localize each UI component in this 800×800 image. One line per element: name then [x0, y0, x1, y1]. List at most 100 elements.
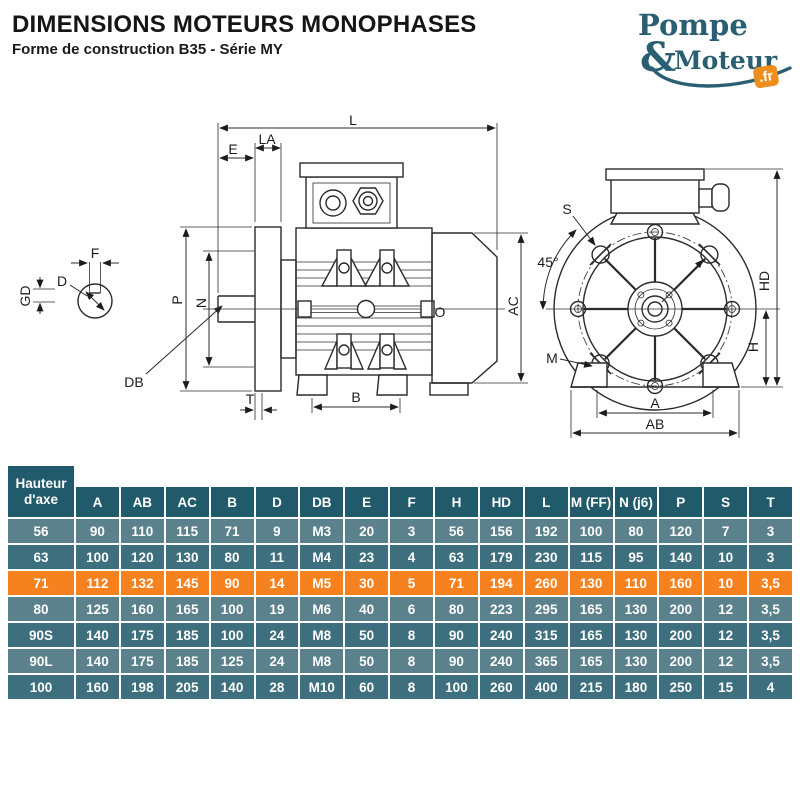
dim-cell: 260 [524, 571, 568, 595]
dim-cell: 185 [165, 649, 209, 673]
dim-cell: 10 [704, 545, 748, 569]
dim-cell: 6 [390, 597, 433, 621]
dim-label-h: H [745, 341, 761, 353]
dim-cell: 165 [569, 597, 613, 621]
dim-cell: 205 [165, 675, 209, 699]
dim-cell: 3,5 [749, 571, 792, 595]
col-header-e: E [345, 487, 389, 517]
dim-cell: M5 [300, 571, 344, 595]
dim-label-e: E [228, 141, 238, 157]
row-axis-90L: 90L [8, 649, 74, 673]
dim-cell: 80 [435, 597, 478, 621]
dim-cell: 125 [210, 649, 254, 673]
dim-cell: 115 [165, 519, 209, 543]
row-axis-56: 56 [8, 519, 74, 543]
row-axis-100: 100 [8, 675, 74, 699]
row-axis-71: 71 [8, 571, 74, 595]
dim-label-o: O [434, 304, 446, 320]
dim-label-t: T [245, 391, 255, 407]
dim-cell: 90 [76, 519, 119, 543]
dim-cell: 185 [165, 623, 209, 647]
dim-label-d: D [56, 273, 68, 289]
dim-cell: 180 [614, 675, 658, 699]
dim-cell: 9 [255, 519, 299, 543]
dim-cell: 215 [569, 675, 613, 699]
dim-cell: 120 [659, 519, 703, 543]
dim-cell: M8 [300, 649, 344, 673]
dim-label-ac: AC [505, 296, 521, 316]
col-header-n: N (j6) [614, 487, 658, 517]
dim-cell: 145 [165, 571, 209, 595]
dim-cell: 100 [210, 623, 254, 647]
dim-cell: 260 [479, 675, 523, 699]
dim-cell: 3 [390, 519, 433, 543]
dim-cell: M6 [300, 597, 344, 621]
dim-cell: 60 [345, 675, 389, 699]
dim-cell: 160 [76, 675, 119, 699]
dim-label-ab: AB [645, 416, 665, 432]
dim-cell: 50 [345, 649, 389, 673]
col-header-m: M (FF) [569, 487, 613, 517]
dim-cell: 24 [255, 623, 299, 647]
dim-label-n: N [193, 297, 209, 309]
dim-cell: 140 [76, 623, 119, 647]
dim-cell: 50 [345, 623, 389, 647]
dim-cell: 3,5 [749, 649, 792, 673]
col-header-p: P [659, 487, 703, 517]
dim-cell: 24 [255, 649, 299, 673]
row-axis-63: 63 [8, 545, 74, 569]
dim-cell: 125 [76, 597, 119, 621]
page-title: DIMENSIONS MOTEURS MONOPHASES [12, 11, 477, 38]
dim-cell: 240 [479, 623, 523, 647]
dim-cell: 10 [704, 571, 748, 595]
dim-cell: 12 [704, 623, 748, 647]
dim-cell: 115 [569, 545, 613, 569]
dim-cell: 240 [479, 649, 523, 673]
dim-cell: 12 [704, 649, 748, 673]
dim-cell: 130 [614, 649, 658, 673]
dim-label-a: A [650, 395, 660, 411]
col-header-db: DB [300, 487, 344, 517]
dim-cell: 63 [435, 545, 478, 569]
dim-label-p: P [169, 295, 185, 305]
dim-cell: 100 [210, 597, 254, 621]
dim-label-db: DB [124, 374, 144, 390]
brand-logo[interactable]: Pompe & Moteur .fr [612, 8, 798, 100]
dim-cell: 230 [524, 545, 568, 569]
dim-cell: 71 [435, 571, 478, 595]
dim-cell: 120 [120, 545, 164, 569]
dim-cell: 365 [524, 649, 568, 673]
dim-cell: 28 [255, 675, 299, 699]
dim-label-gd: GD [17, 285, 33, 307]
col-header-a: A [76, 487, 119, 517]
dim-cell: 130 [614, 597, 658, 621]
dim-cell: 14 [255, 571, 299, 595]
dim-cell: 7 [704, 519, 748, 543]
dim-cell: 23 [345, 545, 389, 569]
dim-cell: 110 [614, 571, 658, 595]
dim-cell: 295 [524, 597, 568, 621]
dim-cell: 56 [435, 519, 478, 543]
drawing-canvas [33, 123, 783, 438]
col-header-h: H [435, 487, 478, 517]
col-header-ab: AB [120, 487, 164, 517]
dim-cell: 3,5 [749, 623, 792, 647]
dim-cell: 112 [76, 571, 119, 595]
dim-cell: 100 [569, 519, 613, 543]
dim-cell: 20 [345, 519, 389, 543]
dim-label-f: F [90, 245, 100, 261]
dim-cell: 130 [614, 623, 658, 647]
logo-fr-badge: .fr [752, 64, 780, 89]
logo-ampersand: & [640, 34, 677, 81]
dim-cell: 400 [524, 675, 568, 699]
side-view [180, 123, 528, 420]
dim-cell: 165 [569, 649, 613, 673]
dim-cell: 132 [120, 571, 164, 595]
dim-cell: 11 [255, 545, 299, 569]
technical-drawing [0, 95, 800, 465]
dim-label-s: S [562, 201, 572, 217]
col-header-b: B [210, 487, 254, 517]
table-corner-header: Hauteur d'axe [8, 466, 74, 517]
dim-cell: 200 [659, 623, 703, 647]
dim-cell: 3 [749, 545, 792, 569]
